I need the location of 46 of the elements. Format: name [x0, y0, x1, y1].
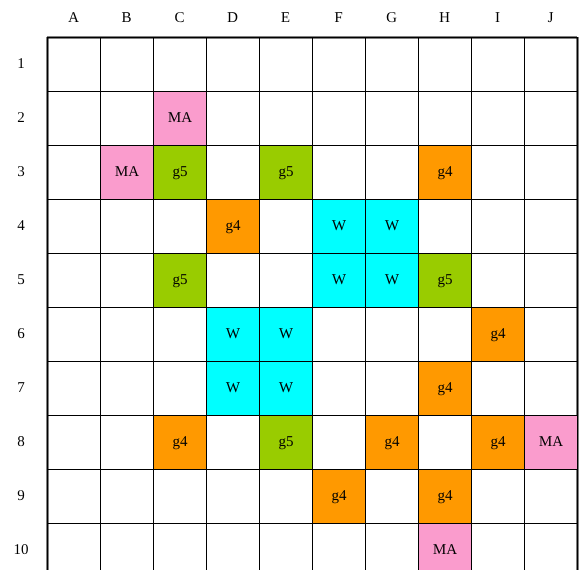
map-tile: g4 [419, 470, 471, 523]
map-tile: g5 [260, 146, 312, 199]
map-tile: g4 [154, 416, 206, 469]
row-header: 10 [12, 540, 30, 560]
row-header: 3 [16, 162, 26, 182]
map-tile: MA [101, 146, 153, 199]
column-header: C [173, 8, 186, 28]
row-header: 2 [16, 108, 26, 128]
map-tile: W [313, 200, 365, 253]
column-header: B [120, 8, 132, 28]
map-tile: g4 [419, 146, 471, 199]
map-tile: W [366, 200, 418, 253]
row-header: 5 [16, 270, 26, 290]
map-tile: W [207, 362, 259, 415]
map-tile: g4 [472, 416, 524, 469]
row-header: 8 [16, 432, 26, 452]
map-tile: g5 [260, 416, 312, 469]
map-tile: W [366, 254, 418, 307]
row-header: 7 [16, 378, 26, 398]
column-header: D [226, 8, 239, 28]
column-header: A [67, 8, 80, 28]
column-header: H [438, 8, 451, 28]
map-tile: g4 [472, 308, 524, 361]
map-tile: g5 [419, 254, 471, 307]
map-tile: W [260, 362, 312, 415]
map-tile: W [260, 308, 312, 361]
map-tile: g4 [313, 470, 365, 523]
column-header: F [333, 8, 344, 28]
column-header: I [494, 8, 501, 28]
row-header: 1 [16, 54, 26, 74]
row-header: 4 [16, 216, 26, 236]
map-tile: MA [525, 416, 577, 469]
map-tile: MA [419, 524, 471, 570]
map-tile: W [207, 308, 259, 361]
column-header: E [280, 8, 292, 28]
map-tile: g4 [419, 362, 471, 415]
map-tile: g5 [154, 254, 206, 307]
row-header: 9 [16, 486, 26, 506]
map-tile: W [313, 254, 365, 307]
row-header: 6 [16, 324, 26, 344]
column-header: G [385, 8, 398, 28]
map-tile: MA [154, 92, 206, 145]
map-tile: g5 [154, 146, 206, 199]
map-tile: g4 [366, 416, 418, 469]
map-tile: g4 [207, 200, 259, 253]
column-header: J [546, 8, 554, 28]
